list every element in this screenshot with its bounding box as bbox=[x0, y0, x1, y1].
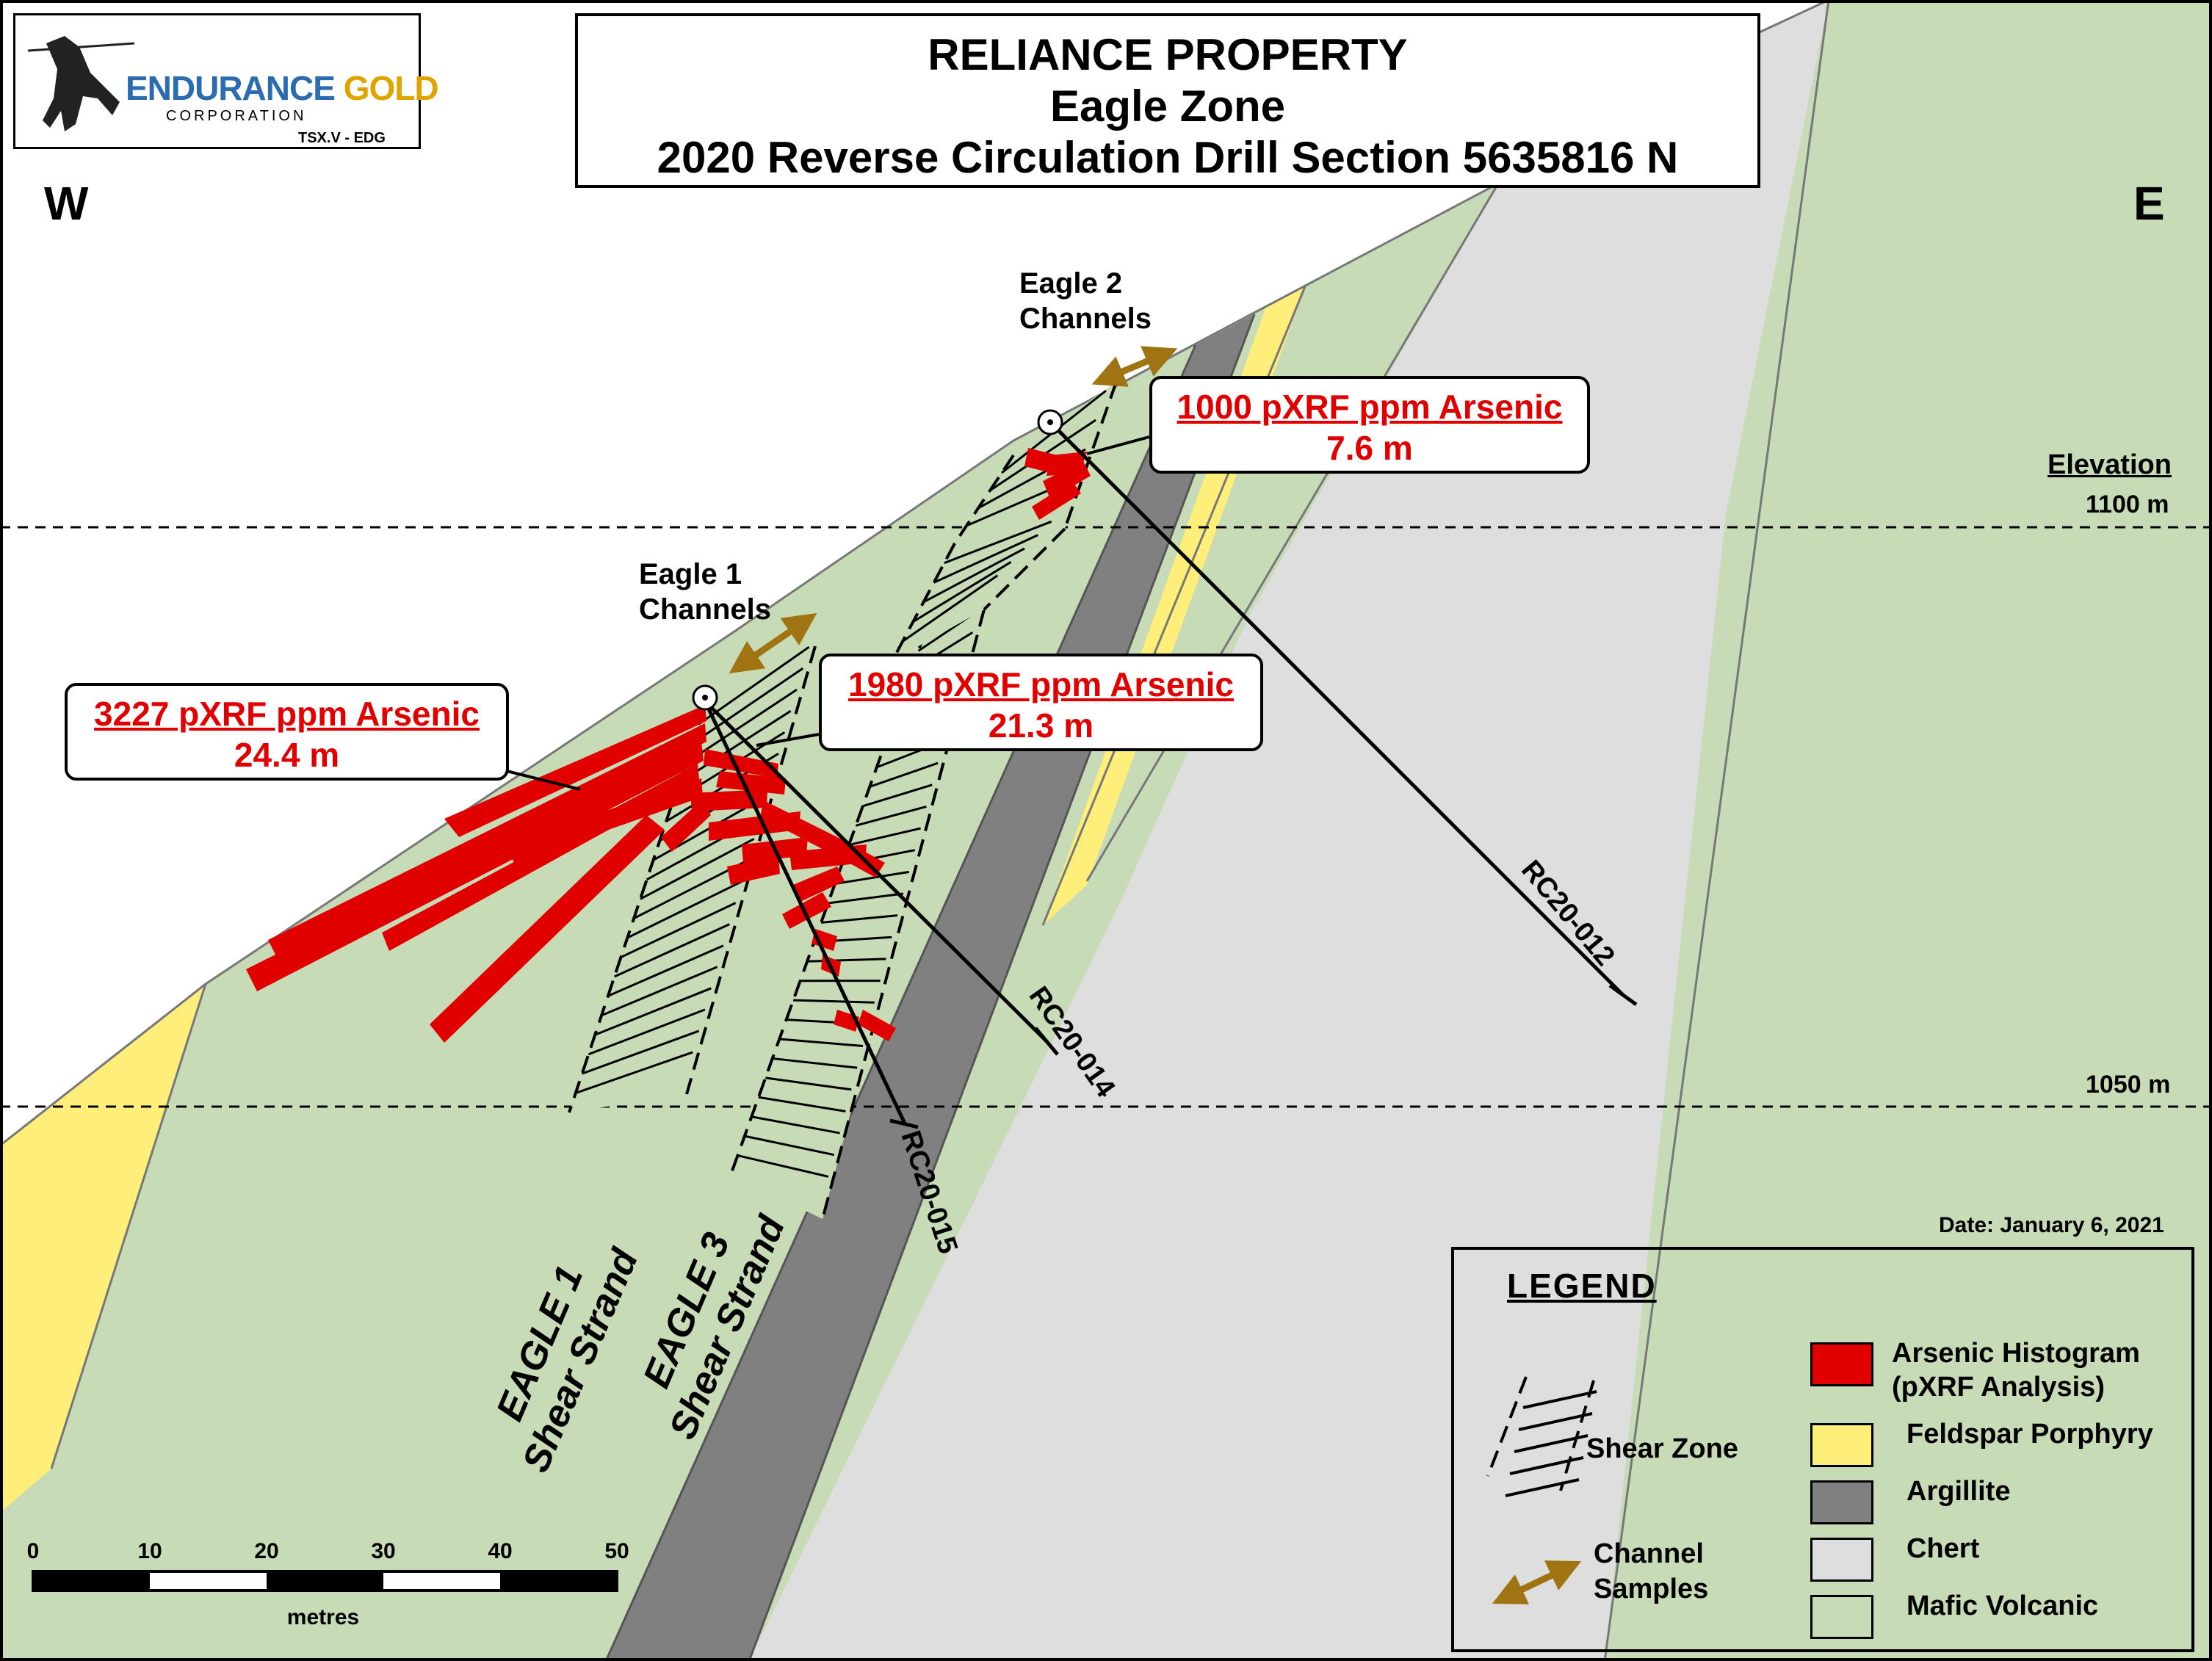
logo-ticker: TSX.V - EDG bbox=[298, 130, 386, 146]
logo-name-part1: ENDURANCE bbox=[126, 69, 336, 107]
legend-item-label: Arsenic Histogram(pXRF Analysis) bbox=[1892, 1336, 2140, 1404]
legend-channel-samples-label: Channel Samples bbox=[1594, 1536, 1708, 1607]
legend-item-text: Feldspar Porphyry bbox=[1906, 1419, 2153, 1450]
title-box: RELIANCE PROPERTY Eagle Zone 2020 Revers… bbox=[575, 13, 1760, 188]
arsenic-bar bbox=[246, 742, 704, 991]
drill-trace-rc20-015 bbox=[703, 700, 907, 1125]
callout-length: 24.4 m bbox=[234, 736, 340, 774]
arsenic-bar bbox=[661, 800, 711, 852]
scale-bar: 0 10 20 30 40 50 metres bbox=[27, 1539, 629, 1629]
arsenic-bar bbox=[789, 844, 867, 870]
feldspar-porphyry-west bbox=[3, 984, 206, 1510]
callout-3227-ppm: 3227 pXRF ppm Arsenic 24.4 m bbox=[65, 683, 509, 781]
arsenic-bar bbox=[704, 749, 778, 778]
arsenic-bar bbox=[727, 855, 780, 885]
scale-tick-30: 30 bbox=[371, 1539, 395, 1563]
legend-swatch bbox=[1810, 1538, 1873, 1582]
logo-name-part2: GOLD bbox=[343, 69, 439, 107]
legend-swatch bbox=[1810, 1423, 1873, 1467]
legend-channel-line1: Channel bbox=[1594, 1538, 1704, 1569]
eagle1-channels-line1: Eagle 1 bbox=[639, 558, 742, 590]
arsenic-bar bbox=[268, 723, 706, 962]
eagle2-channels-line2: Channels bbox=[1019, 303, 1152, 335]
legend-item-text-2: (pXRF Analysis) bbox=[1892, 1372, 2105, 1403]
arsenic-bar bbox=[812, 929, 837, 951]
elevation-1100: 1100 m bbox=[2086, 491, 2169, 518]
arsenic-bar bbox=[1043, 461, 1091, 499]
callout-1980-ppm: 1980 pXRF ppm Arsenic 21.3 m bbox=[819, 654, 1263, 751]
legend-item-text: Arsenic Histogram bbox=[1892, 1338, 2140, 1369]
arsenic-bar bbox=[793, 866, 845, 902]
legend-channel-line2: Samples bbox=[1594, 1574, 1709, 1604]
shear-zone-upper-eagle3 bbox=[891, 520, 1066, 662]
eagle1-channels-label: Eagle 1 Channels bbox=[639, 557, 771, 627]
legend-item-text: Chert bbox=[1906, 1533, 1980, 1564]
callout-value: 1000 pXRF ppm Arsenic bbox=[1177, 388, 1563, 426]
eagle2-channels-label: Eagle 2 Channels bbox=[1019, 266, 1152, 336]
channel-arrow-eagle1 bbox=[729, 612, 817, 674]
callout-leaders bbox=[506, 435, 1150, 791]
eagle2-channels-line1: Eagle 2 bbox=[1019, 267, 1123, 300]
scale-tick-50: 50 bbox=[604, 1539, 629, 1563]
arsenic-bar bbox=[507, 778, 703, 863]
legend-item-label: Feldspar Porphyry bbox=[1906, 1417, 2153, 1451]
arsenic-histograms bbox=[246, 448, 1091, 1043]
elevation-header: Elevation bbox=[2047, 449, 2172, 480]
legend-title: LEGEND bbox=[1507, 1267, 1657, 1305]
channel-arrow-eagle2 bbox=[1091, 346, 1178, 387]
scale-tick-40: 40 bbox=[488, 1539, 512, 1563]
legend-channel-arrow bbox=[1492, 1560, 1582, 1604]
arsenic-bar bbox=[716, 771, 786, 795]
legend-shear-zone-label: Shear Zone bbox=[1586, 1433, 1738, 1464]
collar-markers bbox=[692, 409, 1063, 711]
legend-item-label: Chert bbox=[1906, 1532, 1979, 1566]
legend-box: LEGEND Shear Zone Channel Samples Arseni… bbox=[1451, 1247, 2194, 1652]
callout-value: 3227 pXRF ppm Arsenic bbox=[94, 695, 480, 733]
legend-swatch bbox=[1810, 1342, 1873, 1386]
legend-item-label: Argillite bbox=[1906, 1474, 2010, 1508]
arsenic-bar bbox=[1032, 481, 1081, 520]
east-label: E bbox=[2133, 177, 2165, 230]
arsenic-bar bbox=[782, 892, 831, 929]
legend-swatch bbox=[1810, 1595, 1873, 1639]
date-label: Date: January 6, 2021 bbox=[1939, 1213, 2164, 1237]
eagle1-channels-line2: Channels bbox=[639, 593, 772, 626]
title-line-1: RELIANCE PROPERTY bbox=[928, 30, 1408, 79]
scale-tick-20: 20 bbox=[254, 1539, 278, 1563]
legend-item-text: Argillite bbox=[1906, 1476, 2011, 1507]
title-line-3: 2020 Reverse Circulation Drill Section 5… bbox=[657, 133, 1679, 182]
channel-arrows bbox=[729, 346, 1178, 674]
logo-subtitle: CORPORATION bbox=[166, 108, 307, 124]
callout-value: 1980 pXRF ppm Arsenic bbox=[848, 665, 1234, 703]
logo-box: ENDURANCE GOLD CORPORATION TSX.V - EDG bbox=[13, 13, 439, 149]
elevation-1050: 1050 m bbox=[2086, 1071, 2171, 1099]
scale-tick-0: 0 bbox=[27, 1539, 40, 1563]
arsenic-bar bbox=[858, 1010, 896, 1041]
callout-length: 7.6 m bbox=[1326, 429, 1413, 467]
air-above-topography bbox=[0, 0, 1829, 1146]
arsenic-bar bbox=[430, 815, 665, 1043]
scale-tick-10: 10 bbox=[137, 1539, 162, 1563]
legend-graphics bbox=[1486, 1376, 1597, 1604]
arsenic-bar bbox=[760, 800, 852, 861]
drill-trace-rc20-014 bbox=[704, 700, 1048, 1043]
scale-unit: metres bbox=[287, 1605, 359, 1629]
title-line-2: Eagle Zone bbox=[1049, 82, 1286, 131]
legend-swatch bbox=[1810, 1480, 1873, 1524]
drill-trace-rc20-012 bbox=[1049, 421, 1624, 996]
legend-item-label: Mafic Volcanic bbox=[1906, 1589, 2098, 1623]
prospector-logo-icon bbox=[27, 36, 134, 131]
callout-length: 21.3 m bbox=[988, 706, 1094, 745]
argillite-unit bbox=[607, 314, 1254, 1658]
callout-1000-ppm: 1000 pXRF ppm Arsenic 7.6 m bbox=[1149, 376, 1590, 474]
legend-item-text: Mafic Volcanic bbox=[1906, 1591, 2099, 1621]
west-label: W bbox=[44, 177, 89, 230]
drill-holes bbox=[703, 421, 1638, 1129]
arsenic-bar bbox=[444, 705, 706, 837]
